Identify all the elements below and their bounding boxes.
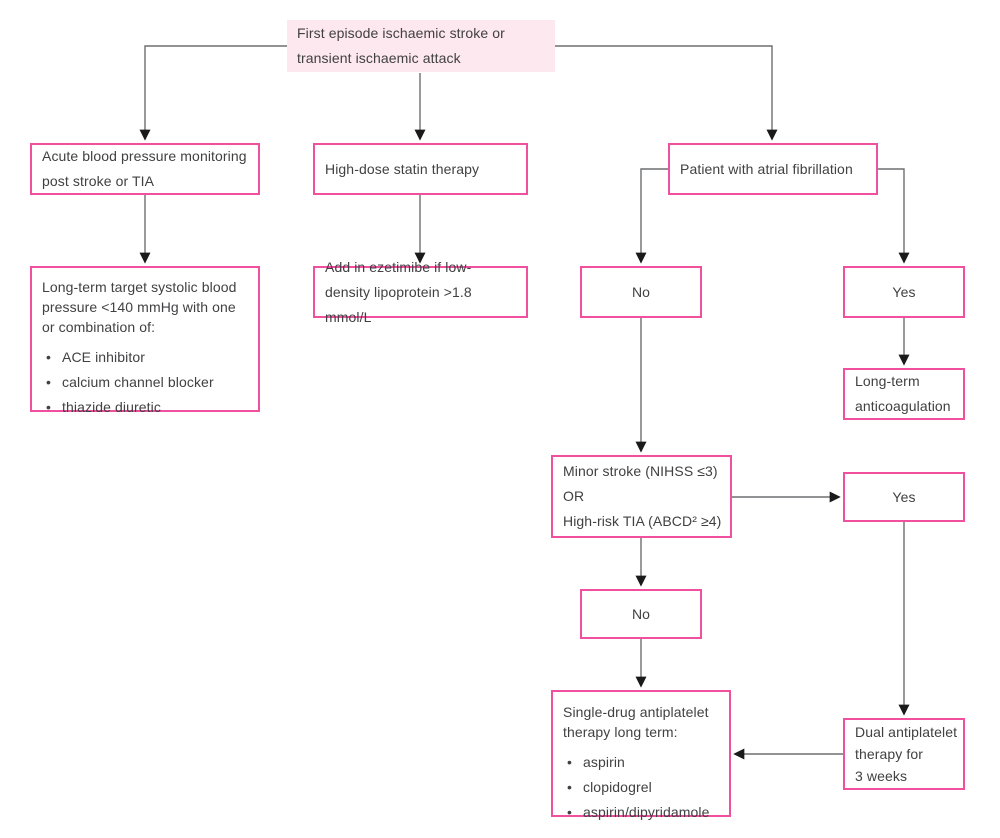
longterm-bp-bullet-list: ACE inhibitor calcium channel blocker th… [42, 342, 248, 417]
node-ezetimibe: Add in ezetimibe if low-density lipoprot… [313, 259, 528, 325]
node-ezetimibe-label: Add in ezetimibe if low-density lipoprot… [325, 258, 472, 325]
node-af-no: No [580, 266, 702, 318]
node-longterm-anticoagulation-label: Long-term anticoagulation [855, 373, 951, 414]
node-longterm-bp-target-label: Long-term target systolic blood pressure… [42, 279, 237, 335]
node-atrial-fibrillation-label: Patient with atrial fibrillation [680, 160, 853, 177]
connector-start-to-acute-bp [139, 45, 287, 141]
bullet-clopidogrel: clopidogrel [563, 777, 719, 797]
bullet-aspirin: aspirin [563, 752, 719, 772]
bullet-aspirin-dipyridamole: aspirin/dipyridamole [563, 802, 719, 822]
connector-start-to-af [555, 45, 778, 141]
node-longterm-anticoagulation: Long-term anticoagulation [843, 368, 965, 420]
node-high-dose-statin: High-dose statin therapy [313, 143, 528, 195]
dual-antiplatelet-line-3: 3 weeks [855, 768, 908, 784]
connector-af-to-yes [878, 168, 910, 264]
node-af-yes-label: Yes [892, 283, 916, 300]
node-acute-bp-monitoring: Acute blood pressure monitoring post str… [30, 143, 260, 195]
node-minor-yes: Yes [843, 472, 965, 522]
node-minor-no: No [580, 589, 702, 639]
single-drug-bullet-list: aspirin clopidogrel aspirin/dipyridamole [563, 747, 719, 822]
node-first-episode: First episode ischaemic stroke or transi… [287, 20, 555, 72]
node-dual-antiplatelet: Dual antiplatelet therapy for 3 weeks [843, 718, 965, 790]
dual-antiplatelet-line-1: Dual antiplatelet [855, 724, 958, 740]
bullet-thiazide-diuretic: thiazide diuretic [42, 397, 248, 417]
node-atrial-fibrillation: Patient with atrial fibrillation [668, 143, 878, 195]
node-single-drug-antiplatelet-label: Single-drug antiplatelet therapy long te… [563, 704, 709, 740]
node-minor-yes-label: Yes [892, 488, 916, 505]
node-first-episode-label: First episode ischaemic stroke or transi… [297, 25, 505, 66]
node-single-drug-antiplatelet: Single-drug antiplatelet therapy long te… [551, 690, 731, 822]
node-af-no-label: No [631, 283, 651, 300]
dual-antiplatelet-line-2: therapy for [855, 746, 924, 762]
node-acute-bp-monitoring-label: Acute blood pressure monitoring post str… [42, 148, 247, 189]
node-minor-no-label: No [631, 605, 651, 622]
minor-stroke-line-2: OR [563, 488, 585, 504]
node-longterm-bp-target: Long-term target systolic blood pressure… [30, 266, 260, 417]
bullet-calcium-channel-blocker: calcium channel blocker [42, 372, 248, 392]
bullet-ace-inhibitor: ACE inhibitor [42, 347, 248, 367]
node-af-yes: Yes [843, 266, 965, 318]
minor-stroke-line-1: Minor stroke (NIHSS ≤3) [563, 463, 718, 479]
node-high-dose-statin-label: High-dose statin therapy [325, 160, 480, 177]
node-minor-stroke-or-tia: Minor stroke (NIHSS ≤3) OR High-risk TIA… [551, 455, 732, 538]
minor-stroke-line-3: High-risk TIA (ABCD² ≥4) [563, 513, 722, 529]
connector-af-to-no [635, 168, 668, 264]
